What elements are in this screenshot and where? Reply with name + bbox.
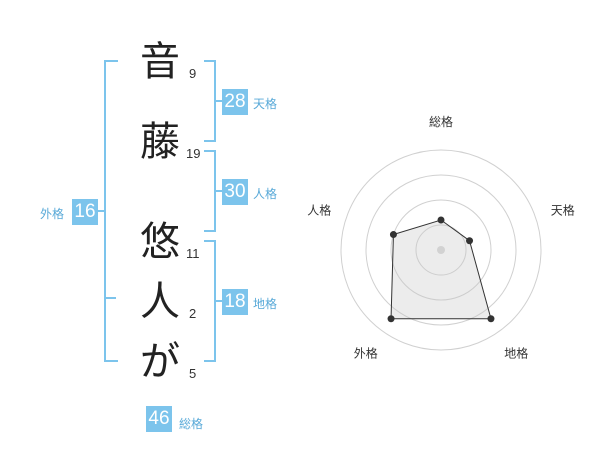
tenkaku-bracket-tick bbox=[216, 100, 222, 102]
stroke-count-4: 2 bbox=[189, 306, 197, 321]
stroke-count-3: 11 bbox=[186, 246, 200, 261]
name-char-2: 藤 bbox=[140, 119, 180, 165]
gaikaku-bracket bbox=[104, 60, 118, 362]
soukaku-label: 総格 bbox=[179, 417, 204, 431]
radar-axis-label: 人格 bbox=[307, 202, 331, 217]
radar-axis-label: 天格 bbox=[551, 202, 575, 217]
radar-point-1 bbox=[437, 216, 445, 224]
radar-polygon bbox=[390, 219, 492, 320]
soukaku-value: 46 bbox=[146, 406, 172, 432]
jinkaku-bracket-tick bbox=[216, 190, 222, 192]
radar-point-3 bbox=[487, 315, 495, 323]
name-char-5: が bbox=[140, 339, 180, 385]
radar-ring bbox=[390, 199, 492, 301]
tenkaku-value: 28 bbox=[222, 89, 248, 115]
jinkaku-bracket bbox=[204, 150, 216, 232]
stroke-count-2: 19 bbox=[186, 146, 201, 161]
chikaku-bracket-tick bbox=[216, 300, 222, 302]
radar-ring bbox=[365, 174, 517, 326]
stroke-count-1: 9 bbox=[189, 66, 197, 81]
chikaku-bracket bbox=[204, 240, 216, 362]
name-char-3: 悠 bbox=[140, 219, 180, 265]
gaikaku-bracket-tick bbox=[92, 210, 104, 212]
jinkaku-label: 人格 bbox=[253, 187, 278, 201]
radar-point-5 bbox=[389, 231, 397, 239]
tenkaku-bracket bbox=[204, 60, 216, 142]
radar-axis-label: 総格 bbox=[429, 114, 453, 129]
gaikaku-bracket-split bbox=[106, 297, 116, 299]
chikaku-value: 18 bbox=[222, 289, 248, 315]
chikaku-label: 地格 bbox=[253, 297, 278, 311]
name-char-4: 人 bbox=[140, 279, 180, 325]
name-char-1: 音 bbox=[140, 39, 180, 85]
radar-point-4 bbox=[387, 315, 395, 323]
jinkaku-value: 30 bbox=[222, 179, 248, 205]
stroke-count-5: 5 bbox=[189, 366, 197, 381]
radar-point-2 bbox=[466, 237, 474, 245]
radar-ring bbox=[415, 224, 467, 276]
tenkaku-label: 天格 bbox=[253, 97, 278, 111]
gaikaku-label: 外格 bbox=[40, 207, 65, 221]
radar-center bbox=[437, 246, 445, 254]
radar-axis-label: 外格 bbox=[354, 346, 378, 361]
radar-axis-label: 地格 bbox=[504, 346, 528, 361]
radar-ring bbox=[340, 149, 542, 351]
gaikaku-value: 16 bbox=[72, 199, 98, 225]
